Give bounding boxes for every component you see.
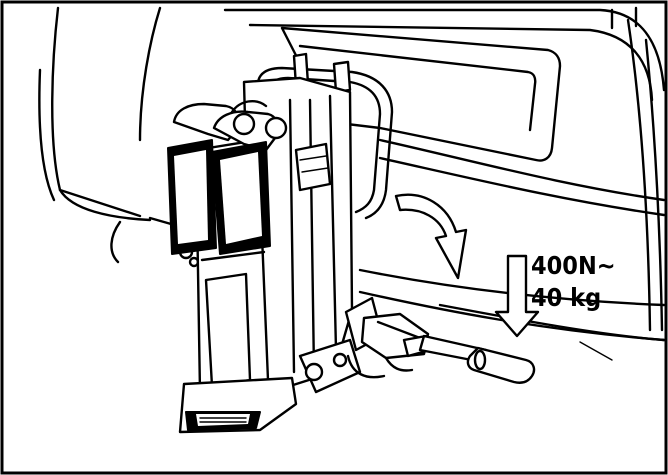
mass-label: 40 kg [531, 283, 601, 312]
tilt-direction-arrow [394, 193, 468, 280]
bike-carrier [167, 52, 394, 434]
downward-force-arrow [494, 254, 540, 338]
force-label: 400N~ [531, 251, 616, 280]
tow-bar-lever [346, 312, 536, 384]
